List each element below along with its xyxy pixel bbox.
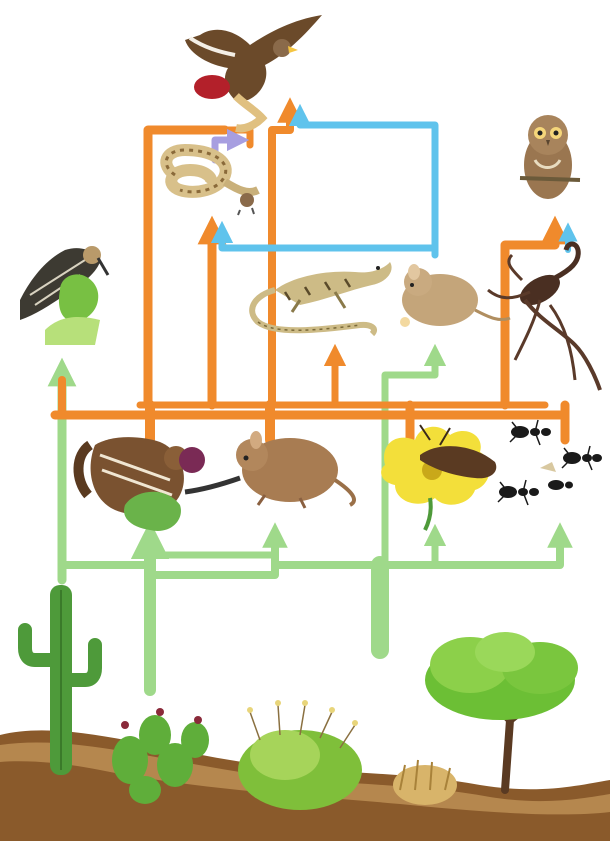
woodpecker-icon (20, 246, 108, 345)
shrub-icon (238, 700, 362, 810)
ant-icon (498, 420, 602, 505)
consumer-energy-flows (55, 110, 565, 440)
grass-icon (393, 760, 457, 805)
hawk-icon (185, 15, 322, 128)
squirrel-icon (78, 437, 205, 531)
rat-icon (185, 431, 354, 508)
snake-icon (166, 150, 258, 215)
owl-icon (520, 115, 580, 199)
beetle-icon (381, 425, 496, 530)
tree-icon (425, 632, 578, 790)
